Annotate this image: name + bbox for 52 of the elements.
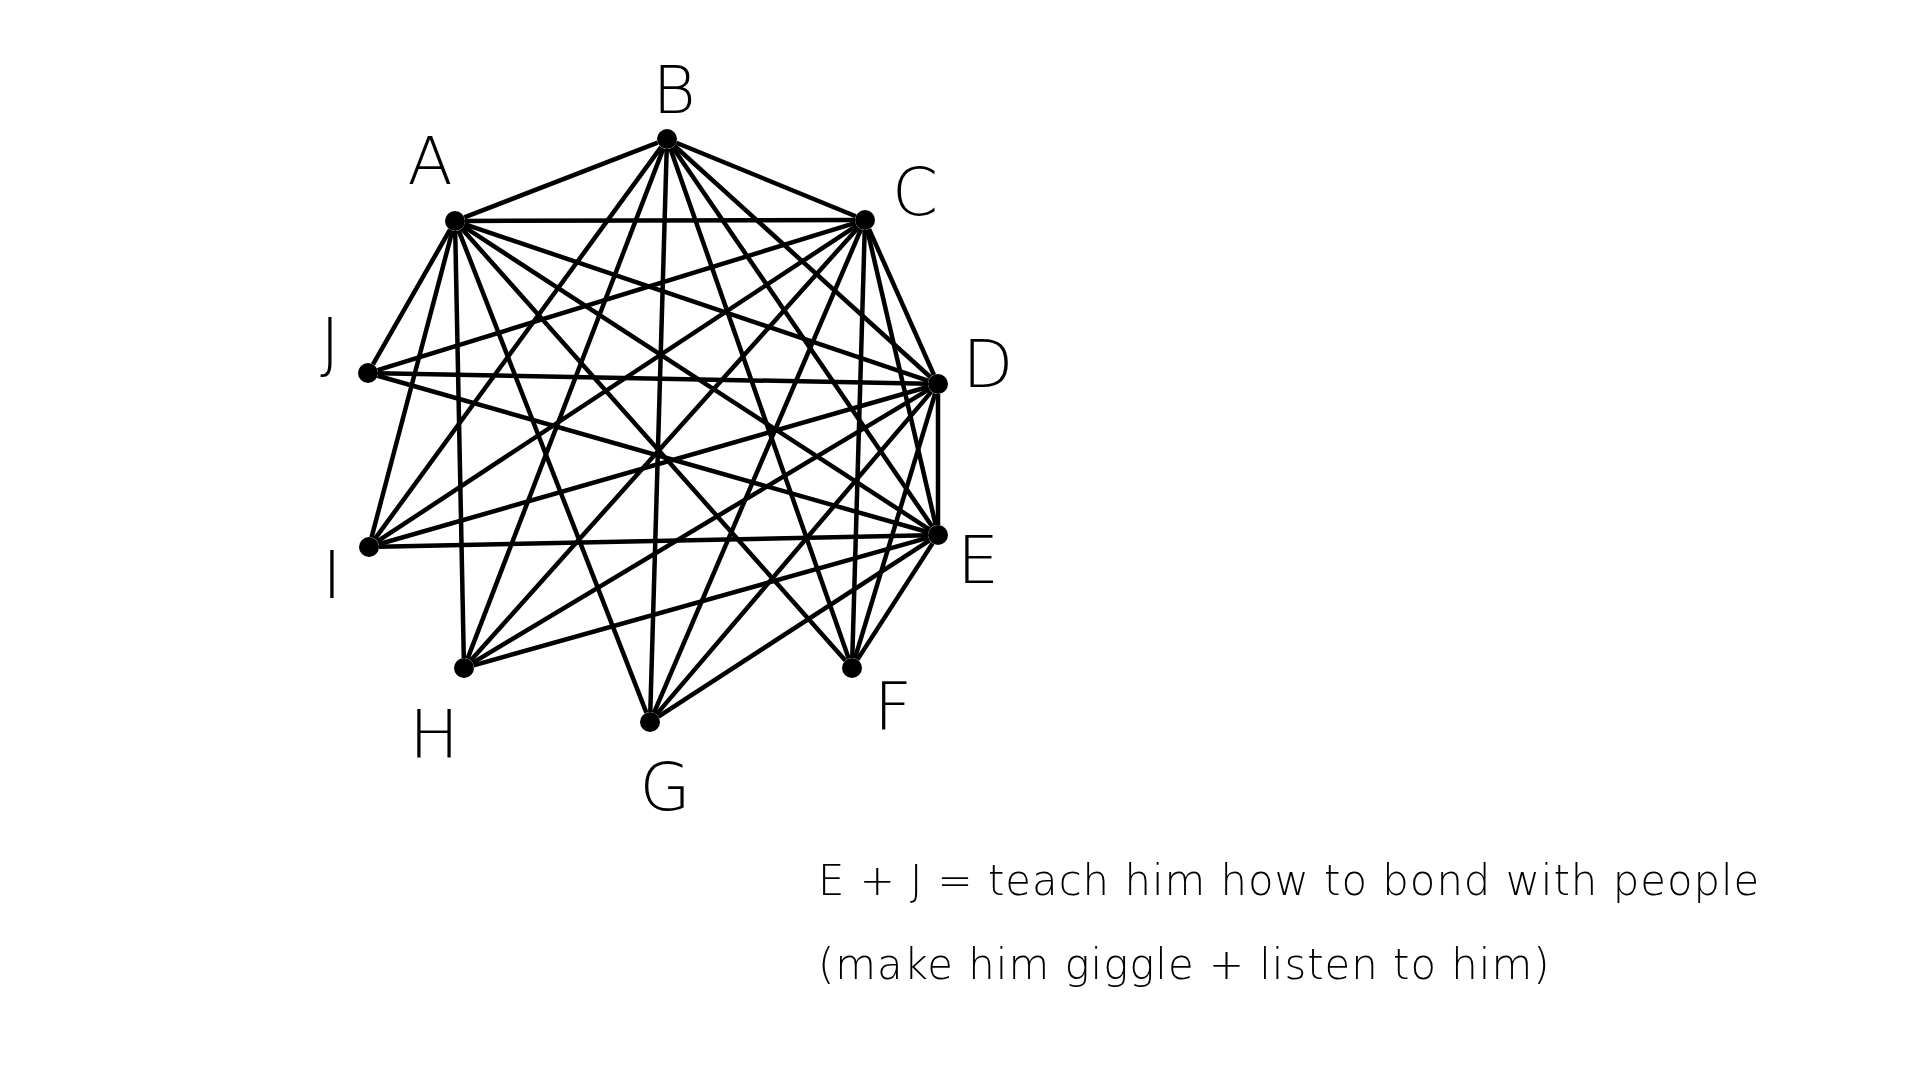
edge-line (463, 140, 659, 220)
edge-line (378, 532, 929, 550)
edge-line (850, 229, 867, 659)
vertex-dot (358, 363, 378, 383)
edge-line (855, 542, 935, 661)
edge-line (657, 538, 931, 719)
vertex-label: A (407, 129, 453, 195)
edge-line (463, 222, 930, 383)
vertex-dot (842, 658, 862, 678)
edge-line (373, 145, 663, 541)
edge-line (462, 224, 931, 532)
edge-line (852, 392, 938, 660)
edge-line (670, 146, 935, 528)
edge-line (672, 144, 933, 379)
vertex-label: C (891, 160, 939, 226)
edge-line (654, 390, 934, 716)
note-text: E + J = teach him how to bond with people (818, 860, 1761, 902)
vertex-label: H (409, 702, 459, 768)
edge-line (648, 148, 669, 713)
edge-line (465, 147, 666, 660)
vertex-label: J (320, 310, 340, 376)
vertex-dot (359, 537, 379, 557)
edge-line (651, 228, 864, 714)
edge-line (675, 140, 857, 219)
edge-line (369, 230, 455, 538)
vertex-dot (445, 211, 465, 231)
edge-line (668, 147, 851, 660)
vertex-dot (657, 129, 677, 149)
vertex-label: G (639, 755, 691, 821)
vertex-dot (640, 712, 660, 732)
edge-line (452, 230, 467, 659)
edge-line (867, 228, 936, 376)
vertex-dot (454, 658, 474, 678)
edge-line (865, 229, 938, 526)
edge-line (371, 228, 452, 366)
edge-line (473, 535, 929, 668)
vertex-label: D (962, 332, 1014, 398)
vertex-dot (855, 210, 875, 230)
vertex-label: B (652, 58, 696, 124)
edge-line (377, 370, 929, 387)
edge-line (456, 229, 649, 714)
vertex-label: E (957, 528, 999, 594)
vertex-label: I (322, 543, 342, 609)
edge-line (465, 217, 855, 224)
note-text: (make him giggle + listen to him) (818, 944, 1551, 986)
vertex-dot (928, 525, 948, 545)
vertex-dot (928, 374, 948, 394)
vertex-label: F (874, 674, 912, 740)
edge-line (935, 394, 941, 525)
edge-line (376, 220, 857, 373)
edge-line (471, 387, 931, 665)
edge-line (376, 223, 858, 544)
